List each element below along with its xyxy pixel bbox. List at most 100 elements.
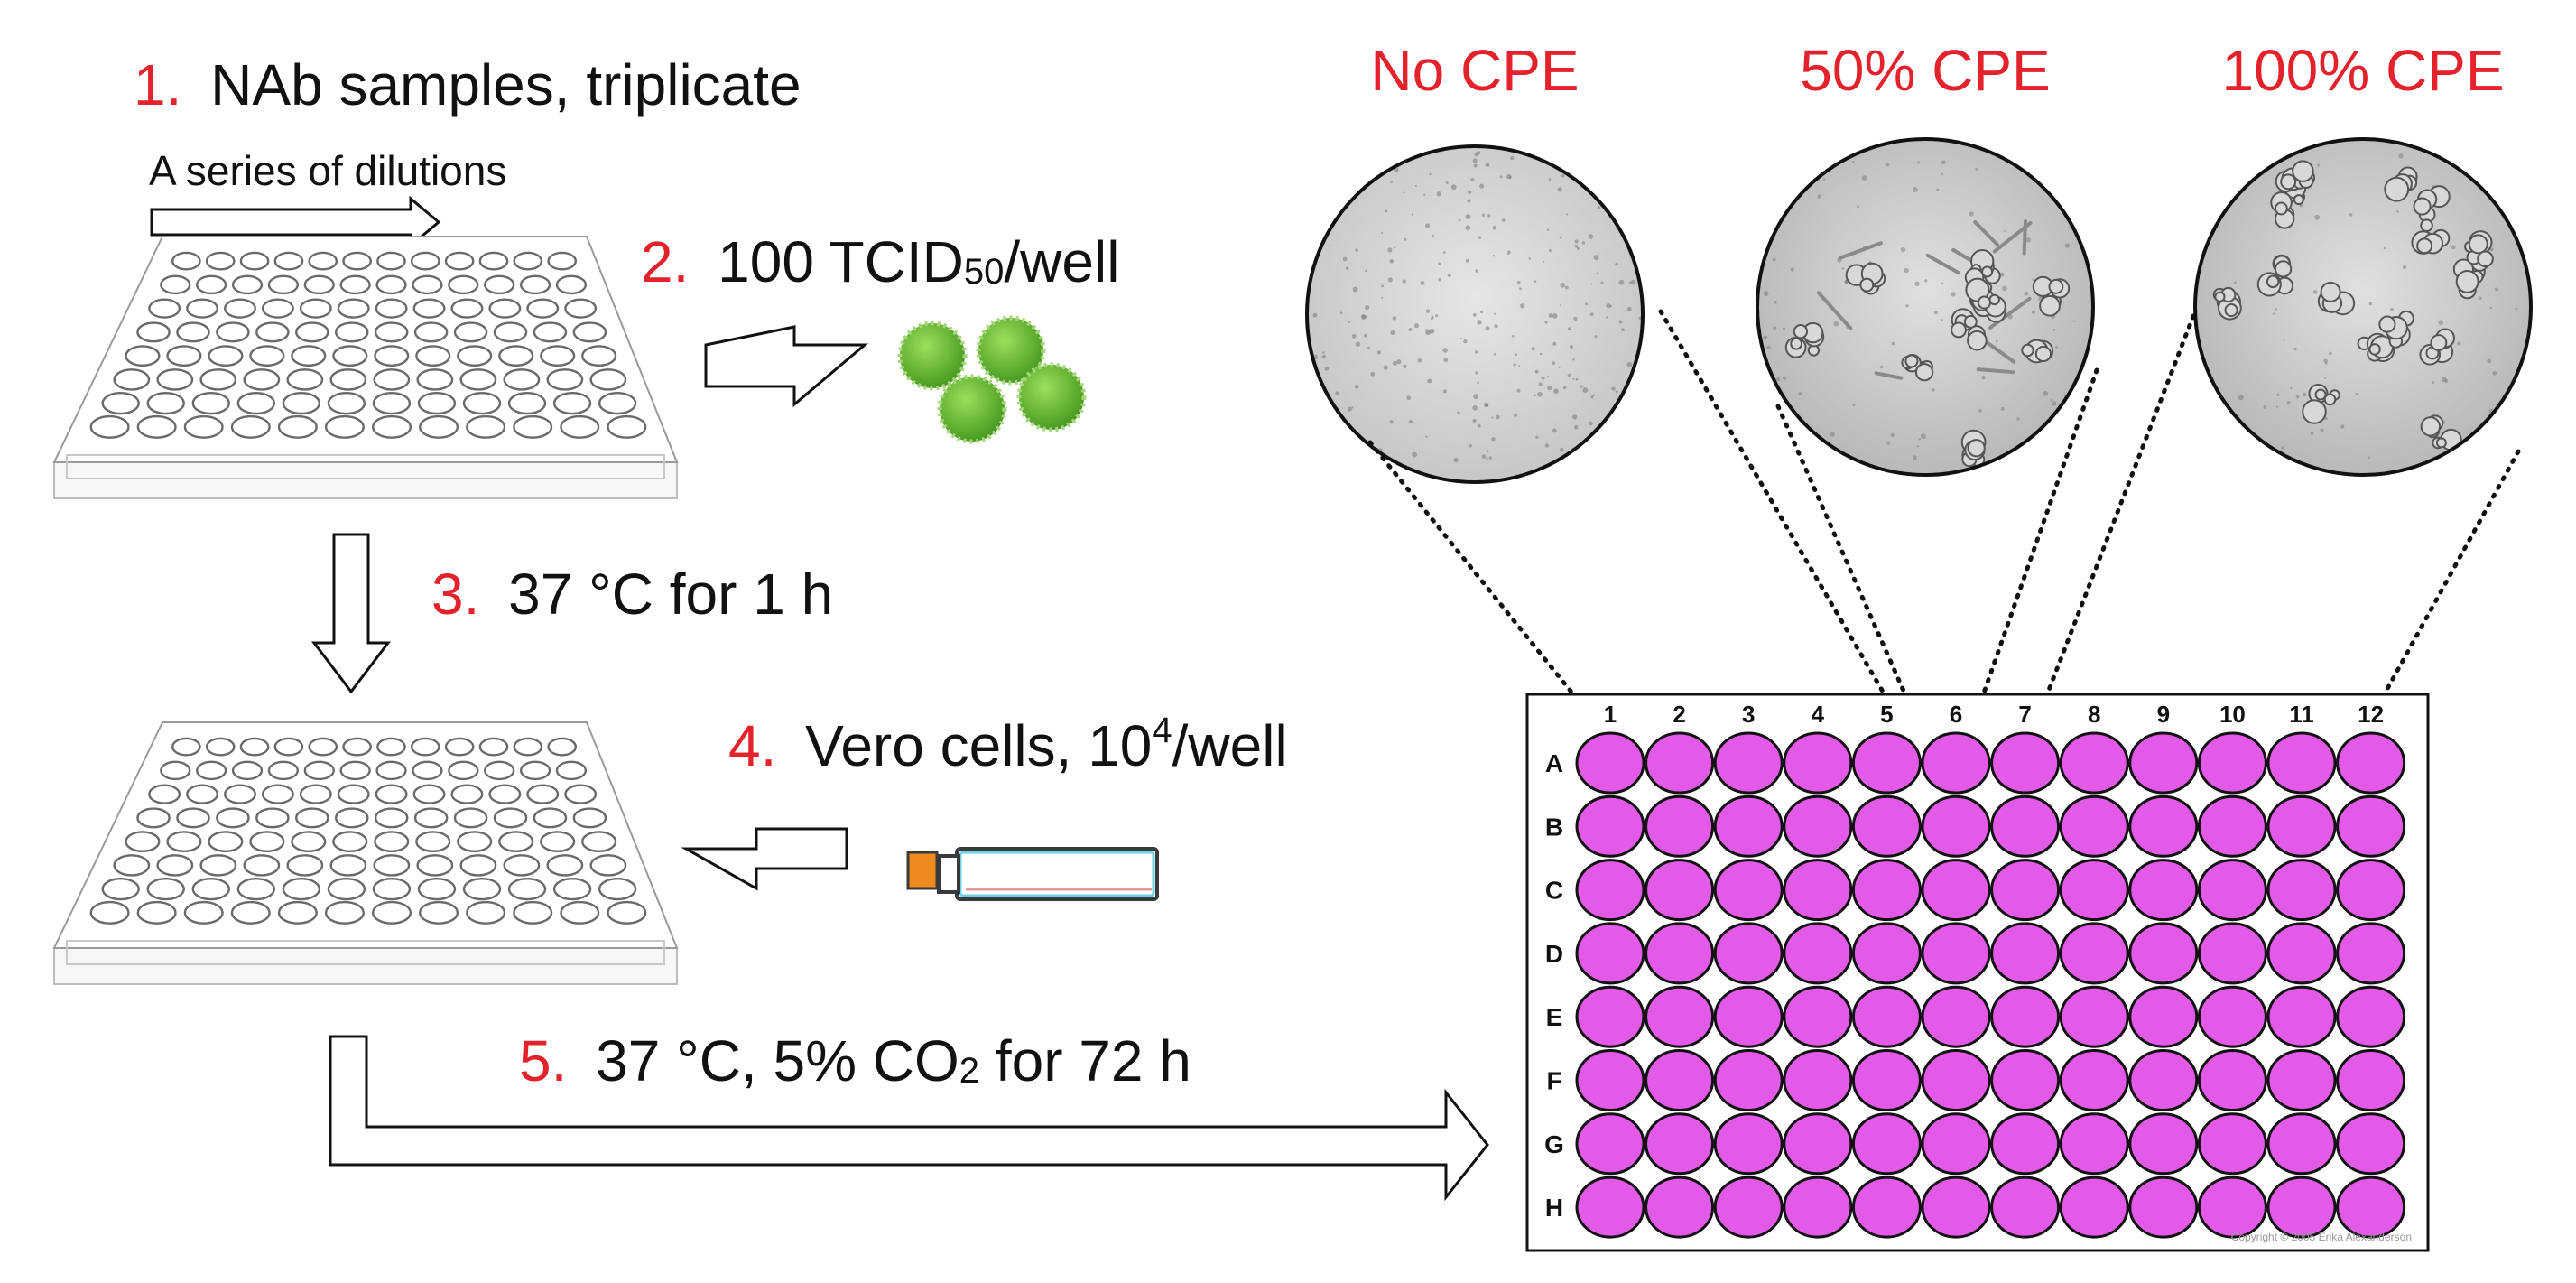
plate-column-label: 5 <box>1880 701 1893 728</box>
plate-column-label: 9 <box>2157 701 2170 728</box>
plate-column-label: 7 <box>2018 701 2031 728</box>
plate-well <box>1921 922 1991 985</box>
sample-plate-well <box>136 321 171 343</box>
plate-column-label: 8 <box>2088 701 2100 728</box>
plate-well <box>2128 731 2199 795</box>
sample-plate-well <box>547 737 578 757</box>
sample-plate-well <box>282 391 321 415</box>
plate-column-label: 10 <box>2219 701 2246 728</box>
micrograph-no-cpe <box>1305 144 1645 484</box>
copyright-text: Copyright © 2005 Erika Alexanderson <box>2231 1231 2412 1243</box>
sample-plate-well <box>291 831 327 853</box>
plate-row-label: B <box>1545 813 1563 841</box>
sample-plate-well <box>448 274 479 295</box>
plate-well <box>1783 1176 1853 1239</box>
svg-text:5. 37 °C, 5% CO2 for 72: 5. 37 °C, 5% CO2 for 72 h <box>519 1028 1191 1093</box>
sample-plate-well <box>332 345 368 367</box>
step-5-number: 5. <box>519 1028 567 1093</box>
step-2-text: 100 TCID <box>718 229 964 294</box>
sample-plate-well <box>373 368 411 391</box>
step-4-text: Vero cells, 10 <box>805 713 1152 778</box>
plate-row-label: D <box>1545 940 1563 968</box>
plate-column-label: 1 <box>1604 701 1617 728</box>
sample-plate-well <box>413 321 449 343</box>
plate-well <box>1921 731 1991 795</box>
sample-plate-well <box>581 345 617 367</box>
sample-plate-well <box>277 414 318 439</box>
sample-plate-well <box>146 877 185 901</box>
plate-well <box>2266 795 2337 858</box>
sample-plate-well <box>186 784 219 804</box>
plate-well <box>1713 985 1784 1048</box>
sample-plate-well <box>373 854 411 877</box>
sample-plate-well <box>526 298 560 319</box>
sample-plate-well <box>375 274 407 295</box>
step-2-subscript: 50 <box>964 252 1005 292</box>
plate-well <box>1783 1049 1853 1111</box>
dilution-series-label: A series of dilutions <box>149 147 506 194</box>
plate-well <box>1645 985 1715 1048</box>
sample-plate-well <box>160 760 191 781</box>
plate-well <box>1990 1049 2061 1111</box>
sample-plate-well <box>183 414 224 439</box>
step-2-label: 2. 100 TCID50/well <box>641 229 1119 294</box>
sample-plate-well <box>224 298 256 319</box>
plate-well <box>1575 795 1645 858</box>
sample-plate-well <box>239 251 270 271</box>
plate-well <box>2266 1176 2337 1239</box>
sample-plate-well <box>507 391 547 415</box>
sample-plate-well <box>89 900 130 925</box>
sample-plate-well <box>255 807 290 829</box>
sample-plate-well <box>176 321 210 343</box>
plate-column-label: 3 <box>1742 701 1755 728</box>
sample-plate-well <box>160 274 191 295</box>
plate-column-label: 6 <box>1950 701 1962 728</box>
plate-well <box>1990 922 2061 985</box>
svg-text:4. Vero cells, 104/well: 4. Vero cells, 104/well <box>728 711 1288 778</box>
plate-well <box>1783 985 1853 1048</box>
sample-plate-well <box>572 807 607 829</box>
sample-plate-well <box>415 831 451 853</box>
sample-plate-1 <box>52 236 679 499</box>
step-4-number: 4. <box>728 713 776 778</box>
sample-plate-well <box>498 831 534 853</box>
plate-well <box>2128 859 2199 922</box>
sample-plate-well <box>462 877 502 901</box>
sample-plate-well <box>546 854 584 877</box>
plate-well <box>2336 922 2406 985</box>
plate-well <box>2128 985 2199 1048</box>
sample-plate-well <box>372 877 412 901</box>
sample-plate-well <box>261 784 294 804</box>
sample-plate-well <box>89 414 130 439</box>
step-3-label: 3. 37 °C for 1 h <box>431 562 833 627</box>
sample-plate-well <box>374 807 409 829</box>
sample-plate-well <box>493 321 528 343</box>
sample-plate-well <box>374 345 410 367</box>
sample-plate-well <box>507 877 547 901</box>
plate-well <box>2336 985 2406 1048</box>
sample-plate-well <box>166 831 202 853</box>
plate-well <box>1575 922 1645 985</box>
cpe-label-50: 50% CPE <box>1800 38 2050 103</box>
plate-well <box>1713 1176 1784 1239</box>
sample-plate-well <box>261 298 294 319</box>
plate-well <box>1990 1112 2061 1176</box>
plate-well <box>1645 731 1715 795</box>
plate-well <box>2128 1112 2199 1176</box>
sample-plate-well <box>146 391 185 415</box>
plate-well <box>1645 922 1715 985</box>
sample-plate-well <box>371 414 412 439</box>
plate-well <box>1783 731 1853 795</box>
plate-column-label: 2 <box>1673 701 1685 728</box>
plate-well <box>2266 1049 2337 1111</box>
step-5-subscript: 2 <box>959 1051 979 1091</box>
sample-plate-well <box>339 274 371 295</box>
sample-plate-well <box>412 784 446 804</box>
sample-plate-well <box>243 854 281 877</box>
add-cells-arrow <box>681 827 848 891</box>
sample-plate-well <box>513 900 553 925</box>
plate-well <box>1921 1176 1991 1239</box>
plate-well <box>2336 1049 2406 1111</box>
sample-plate-well <box>526 784 560 804</box>
